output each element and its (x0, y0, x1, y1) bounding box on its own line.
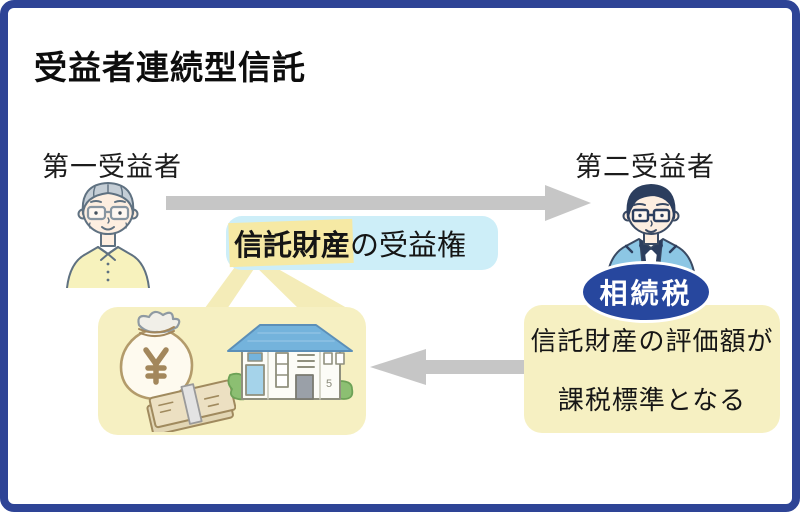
bubble-tail-icon (202, 260, 354, 312)
banknotes-icon (146, 379, 236, 432)
trust-assets-box: 5 (98, 307, 366, 435)
benefit-right-label: 信託財産の受益権 (226, 216, 498, 270)
arrow-left-icon (370, 349, 524, 385)
page-title: 受益者連続型信託 (34, 49, 306, 86)
tax-note-line1: 信託財産の評価額が (530, 326, 774, 356)
inheritance-tax-badge: 相続税 (580, 261, 712, 323)
svg-text:5: 5 (326, 378, 332, 390)
benefit-label-text: 信託財産の受益権 (234, 222, 466, 264)
benefit-label-suffix: の受益権 (350, 230, 467, 262)
first-beneficiary-icon (66, 182, 150, 288)
house-icon: 5 (227, 324, 354, 401)
money-bag-icon (119, 310, 236, 432)
benefit-label-highlighted: 信託財産 (234, 230, 351, 262)
arrow-right-icon (166, 185, 591, 221)
tax-note-line2: 課税標準となる (557, 385, 747, 415)
second-beneficiary-label: 第二受益者 (575, 152, 715, 182)
tax-note-box: 信託財産の評価額が 課税標準となる (524, 305, 780, 433)
first-beneficiary-label: 第一受益者 (42, 152, 182, 182)
